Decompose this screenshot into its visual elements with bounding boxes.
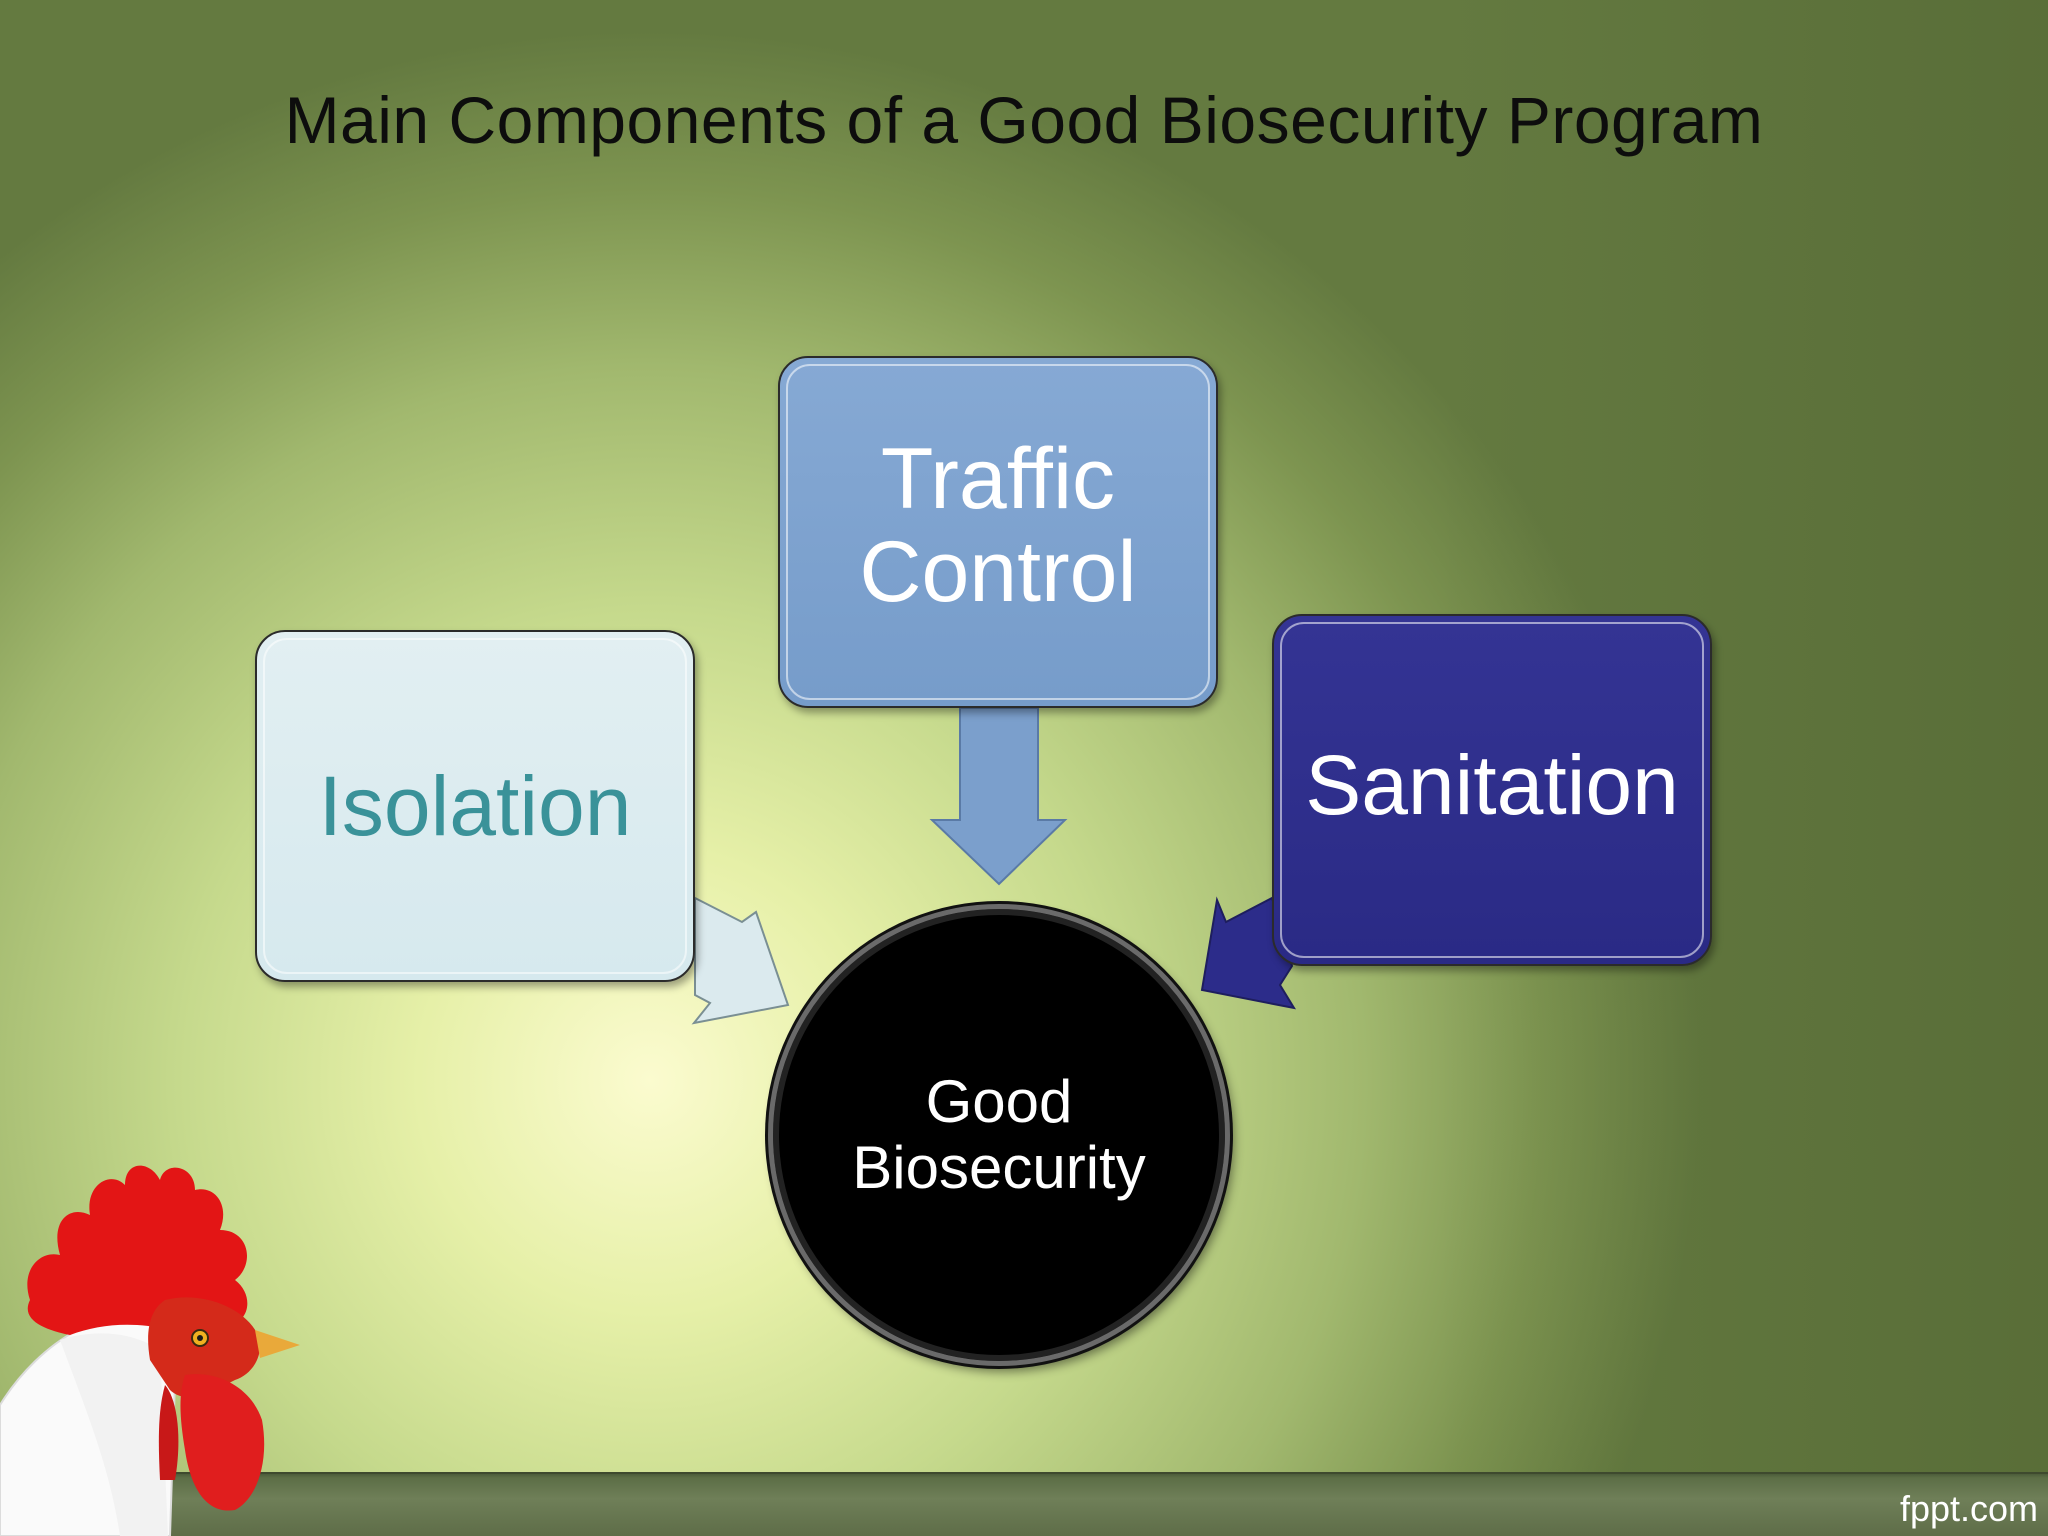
slide-title: Main Components of a Good Biosecurity Pr… [284,83,1764,157]
rooster-wattle [180,1374,265,1511]
center-label-line1: Good [925,1068,1073,1135]
center-good-biosecurity: Good Biosecurity [768,904,1230,1366]
rooster-face [148,1297,261,1398]
component-sanitation-label: Sanitation [1305,737,1679,832]
brand-watermark: fppt.com [1899,1488,2038,1529]
component-isolation-label: Isolation [318,758,632,853]
arrow-traffic-to-center [929,707,1068,886]
rooster-beak [255,1330,300,1358]
footer-band [0,1474,2048,1536]
component-isolation: Isolation [255,630,695,982]
center-label-line2: Biosecurity [852,1134,1146,1201]
arrow-isolation-to-center [691,896,790,1025]
component-sanitation: Sanitation [1272,614,1712,966]
component-traffic-control: Traffic Control [778,356,1218,708]
arrow-sanitation-to-center [1200,896,1297,1010]
component-traffic-label-line1: Traffic [880,431,1116,528]
component-traffic-label-line2: Control [859,524,1137,620]
